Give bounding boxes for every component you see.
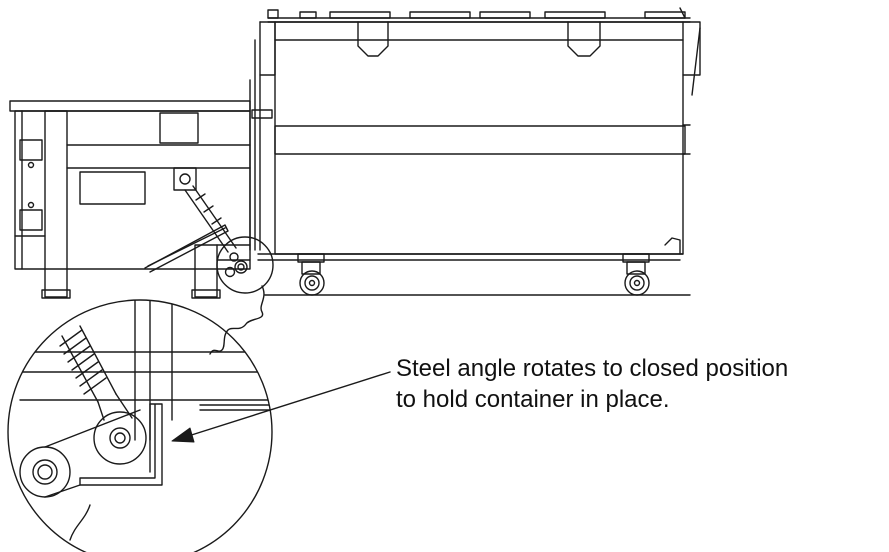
container (249, 7, 701, 296)
compactor-unit (9, 100, 251, 299)
control-box (79, 171, 146, 205)
left-caster (297, 253, 325, 296)
compactor-panel (159, 112, 199, 144)
detail-marker-circle (216, 236, 274, 294)
threaded-rod (59, 325, 117, 403)
lower-pivot (19, 446, 71, 498)
detail-view-circle (7, 299, 273, 552)
callout-line-1: Steel angle rotates to closed position (396, 355, 789, 382)
callout-text: Steel angle rotates to closed position t… (396, 353, 886, 415)
detail-leader-line (209, 285, 265, 355)
steel-angle (79, 403, 163, 486)
callout-arrow (171, 371, 391, 443)
callout-line-2: to hold container in place. (396, 386, 670, 413)
clevis-eye (93, 411, 147, 465)
detail-view-contents (8, 300, 272, 541)
hydraulic-cylinder (144, 167, 248, 278)
right-caster (622, 253, 650, 296)
